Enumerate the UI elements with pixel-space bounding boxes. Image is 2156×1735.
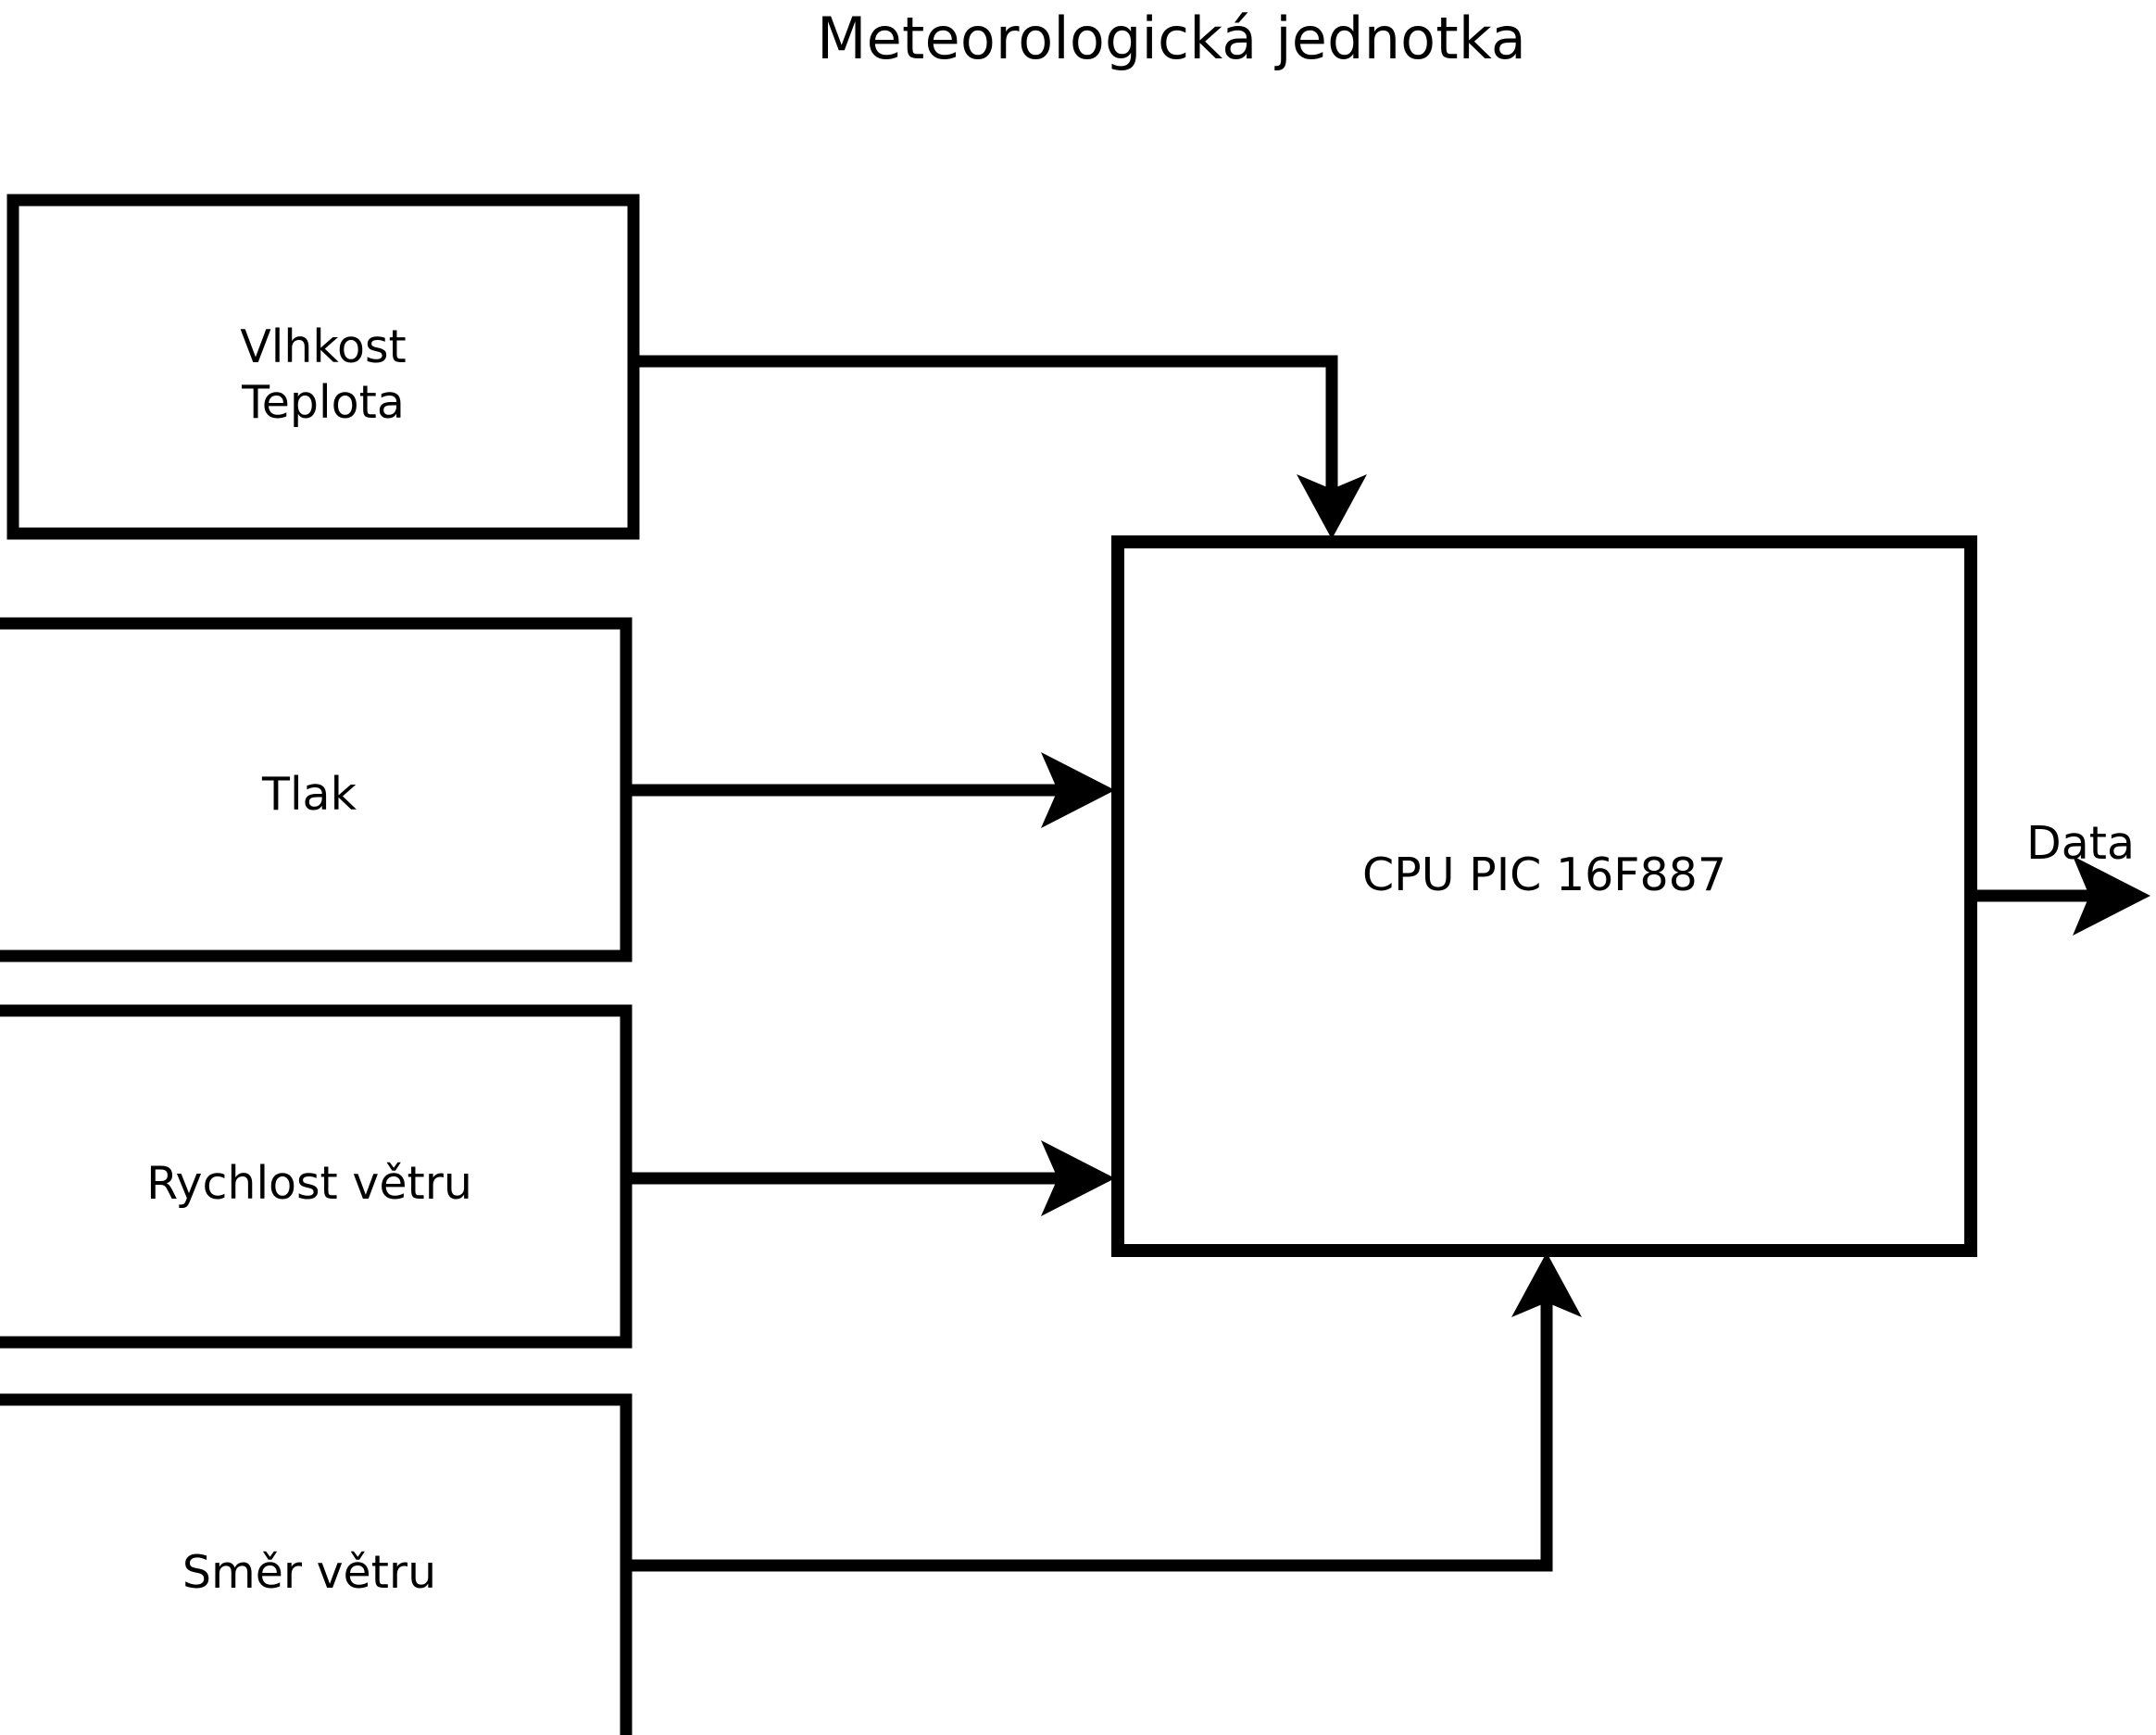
edge-label-data-output: Data [2026,817,2135,870]
page-title: Meteorologická jednotka [816,5,1527,72]
block-cpu[interactable] [1111,535,1977,1257]
block-wind-direction[interactable] [0,1393,633,1735]
edge-wind-speed-to-cpu [626,1140,1115,1216]
block-pressure[interactable] [0,617,633,962]
edge-pressure-to-cpu [626,752,1115,828]
edge-wind-direction-to-cpu [626,1252,1582,1572]
block-humidity-temperature[interactable] [6,194,640,540]
block-wind-speed[interactable] [0,1004,633,1349]
edge-cpu-to-data [1965,856,2150,936]
edge-humidity-to-cpu [633,355,1367,539]
